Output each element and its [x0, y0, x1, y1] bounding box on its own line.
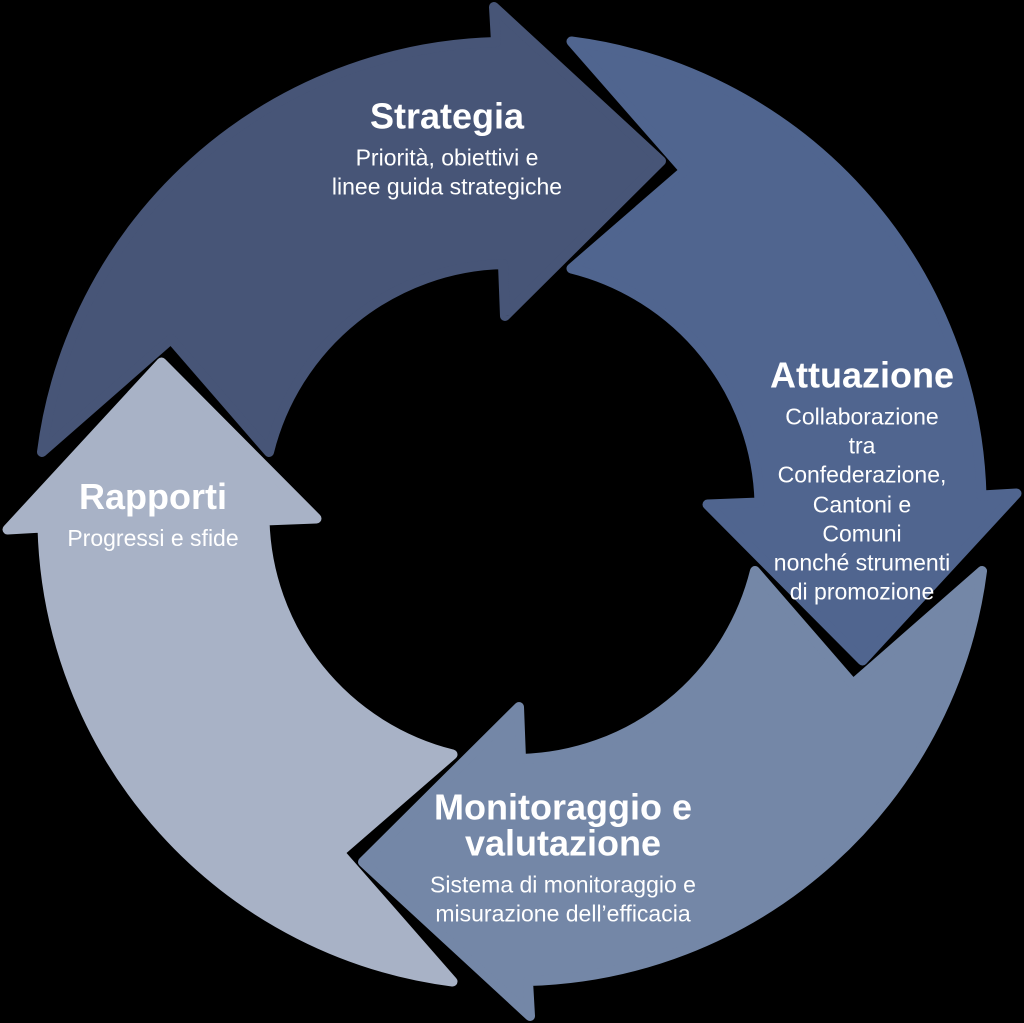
- segment-arrow-rapporti: [2, 357, 458, 987]
- segment-arrow-strategia: [37, 2, 666, 457]
- segment-arrow-attuazione: [566, 36, 1022, 666]
- segment-arrow-monitoraggio: [358, 566, 987, 1021]
